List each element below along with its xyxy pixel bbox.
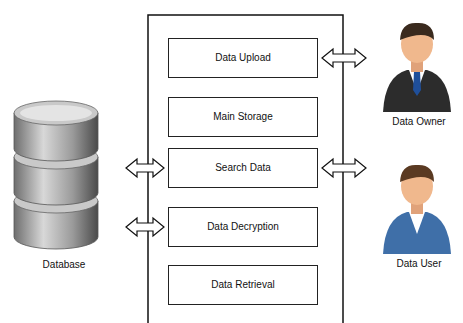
person-icon	[370, 10, 452, 114]
database-icon	[6, 95, 106, 255]
box-label: Main Storage	[213, 111, 272, 123]
icon-label: Data Owner	[370, 116, 463, 128]
box-label: Search Data	[215, 162, 271, 174]
double-arrow	[126, 218, 164, 236]
double-arrow	[126, 159, 164, 177]
system-outline	[148, 15, 343, 323]
person-icon	[370, 152, 452, 256]
icon-label: Database	[6, 259, 122, 271]
double-arrow	[322, 159, 366, 177]
process-box: Data Upload	[168, 38, 318, 78]
database-node: Database	[6, 95, 122, 273]
box-label: Data Upload	[215, 52, 271, 64]
process-box: Data Retrieval	[168, 265, 318, 305]
actor-node: Data Owner	[370, 10, 463, 130]
box-label: Data Retrieval	[211, 279, 274, 291]
double-arrow	[322, 49, 366, 67]
process-box: Search Data	[168, 148, 318, 188]
actor-node: Data User	[370, 152, 463, 272]
icon-label: Data User	[370, 258, 463, 270]
box-label: Data Decryption	[207, 221, 279, 233]
process-box: Main Storage	[168, 97, 318, 137]
process-box: Data Decryption	[168, 207, 318, 247]
